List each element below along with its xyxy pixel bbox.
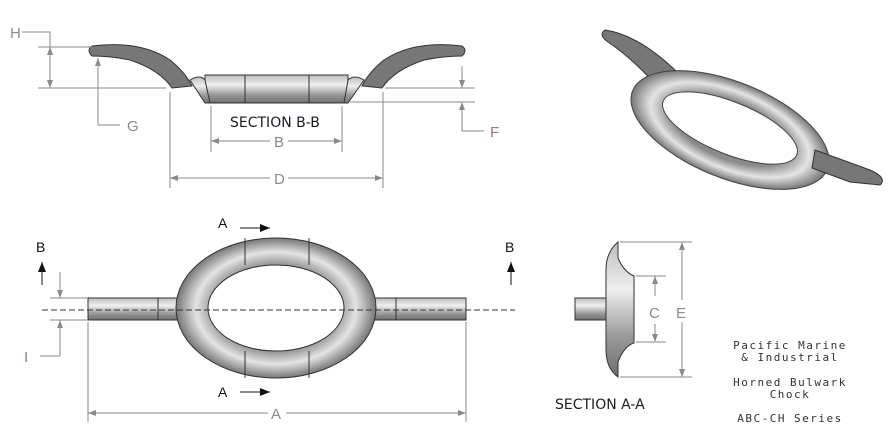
section-a-a-title: SECTION A-A <box>555 397 645 413</box>
product-name-line2: Chock <box>770 388 811 401</box>
left-horn-bar <box>87 297 191 321</box>
title-block: Pacific Marine & Industrial Horned Bulwa… <box>733 339 847 425</box>
left-horn-section <box>88 44 193 89</box>
chock-opening <box>207 264 345 352</box>
chock-profile <box>605 240 635 379</box>
stud <box>574 297 609 321</box>
product-series: ABC-CH Series <box>737 412 843 425</box>
dim-label-i: I <box>24 349 28 366</box>
dim-label-f: F <box>490 124 499 141</box>
dim-label-c: C <box>649 305 660 322</box>
dim-label-d: D <box>274 171 285 188</box>
section-b-b-view: H G F SECTION B-B B D <box>10 25 499 188</box>
right-horn-bar <box>361 297 467 321</box>
cut-label-b-left: B <box>36 239 45 255</box>
section-a-a-view: C E SECTION A-A <box>555 240 692 413</box>
section-b-b-title: SECTION B-B <box>230 115 320 131</box>
dim-label-a: A <box>271 406 281 423</box>
company-name-line2: & Industrial <box>741 351 838 364</box>
dim-label-g: G <box>127 118 139 135</box>
top-view: A A B B I A <box>24 215 515 423</box>
dim-label-b: B <box>274 134 284 151</box>
dim-label-e: E <box>676 305 686 322</box>
product-name-line1: Horned Bulwark <box>733 376 847 389</box>
cut-label-a-bottom: A <box>218 384 228 400</box>
center-dish <box>204 74 349 104</box>
right-horn-section <box>361 44 466 89</box>
cut-label-a-top: A <box>218 215 228 231</box>
dim-label-h: H <box>10 25 21 42</box>
iso-lower-horn <box>811 149 883 186</box>
isometric-view <box>601 29 883 190</box>
company-name-line1: Pacific Marine <box>733 339 847 352</box>
cut-label-b-right: B <box>505 239 514 255</box>
